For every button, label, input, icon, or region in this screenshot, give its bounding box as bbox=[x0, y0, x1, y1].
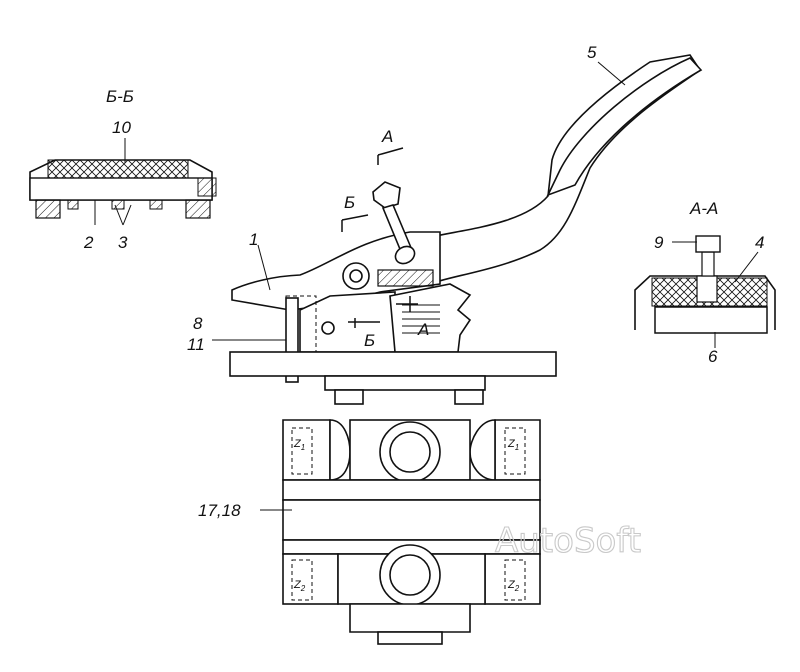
label-3: 3 bbox=[118, 233, 128, 252]
leader-5 bbox=[597, 61, 626, 86]
port-label-z2-right: Z2 bbox=[507, 579, 520, 593]
section-bb-view bbox=[29, 159, 217, 219]
port-label-z1-right: Z1 bbox=[507, 438, 519, 452]
label-1: 1 bbox=[249, 230, 258, 249]
valve-housing-upper bbox=[282, 419, 541, 483]
valve-housing-lower bbox=[282, 539, 541, 645]
section-aa-title: А-А bbox=[689, 199, 718, 218]
label-17-18: 17,18 bbox=[198, 501, 241, 520]
port-label-z1-left: Z1 bbox=[293, 438, 305, 452]
section-markers bbox=[341, 147, 418, 328]
pedal-lever bbox=[419, 54, 703, 286]
leader-4 bbox=[734, 251, 759, 283]
section-bb-title: Б-Б bbox=[106, 87, 134, 106]
label-2: 2 bbox=[83, 233, 94, 252]
label-5: 5 bbox=[587, 43, 597, 62]
label-9: 9 bbox=[654, 233, 664, 252]
cut-label-a-top: А bbox=[381, 127, 393, 146]
valve-spacer-17-18 bbox=[282, 499, 541, 541]
leader-3b bbox=[122, 204, 132, 226]
section-aa-view bbox=[634, 235, 776, 334]
valve-flange bbox=[324, 375, 486, 391]
mount-plate bbox=[229, 351, 557, 377]
cut-label-a-bottom: А bbox=[417, 320, 429, 339]
adjusting-bolt bbox=[372, 181, 416, 265]
label-6: 6 bbox=[708, 347, 718, 366]
lever-body bbox=[231, 231, 441, 311]
watermark: AutoSoft bbox=[495, 521, 641, 561]
label-4: 4 bbox=[755, 233, 764, 252]
label-11: 11 bbox=[187, 335, 205, 354]
cut-label-b-bottom: Б bbox=[364, 331, 375, 350]
label-10: 10 bbox=[112, 118, 131, 137]
leader-1 bbox=[257, 244, 271, 291]
cut-label-b-top: Б bbox=[344, 193, 355, 212]
valve-ring-upper bbox=[282, 479, 541, 501]
leader-3a bbox=[114, 204, 124, 226]
label-8: 8 bbox=[193, 314, 203, 333]
port-label-z2-left: Z2 bbox=[293, 579, 306, 593]
